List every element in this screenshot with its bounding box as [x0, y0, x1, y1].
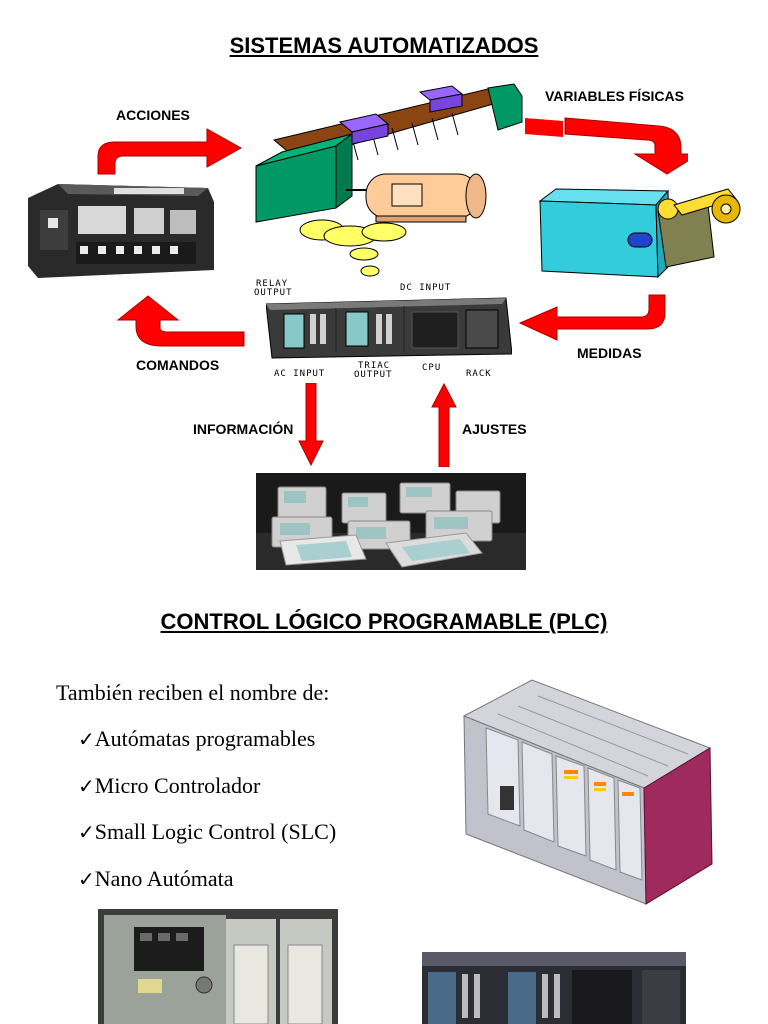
conveyor-motor-image: [255, 83, 523, 277]
list-item: ✓Autómatas programables: [78, 726, 315, 752]
list-item: ✓Small Logic Control (SLC): [78, 819, 336, 845]
intro-text: También reciben el nombre de:: [56, 680, 330, 705]
arrow-acciones: [97, 128, 243, 175]
section-title-sistemas: SISTEMAS AUTOMATIZADOS: [229, 33, 539, 58]
plc-label-rack: RACK: [466, 369, 492, 379]
list-item-label: Small Logic Control (SLC): [94, 819, 337, 844]
label-medidas: MEDIDAS: [577, 345, 642, 361]
list-item-label: Nano Autómata: [94, 866, 234, 891]
plc-rack-diagram: RELAY OUTPUT DC INPUT AC INPUT TRIAC OUT…: [244, 278, 520, 386]
modular-plc-image: [462, 679, 713, 905]
checkmark-icon: ✓: [78, 727, 95, 751]
label-variables-fisicas: VARIABLES FÍSICAS: [545, 88, 684, 104]
checkmark-icon: ✓: [78, 774, 95, 798]
plc-photo-left: [98, 909, 338, 1024]
label-ajustes: AJUSTES: [462, 421, 527, 437]
arrow-informacion: [298, 383, 324, 467]
section-title-plc: CONTROL LÓGICO PROGRAMABLE (PLC): [160, 609, 608, 634]
plc-photo-right: [422, 952, 686, 1024]
arrow-comandos: [116, 295, 245, 347]
label-informacion: INFORMACIÓN: [193, 421, 294, 437]
list-item-label: Autómatas programables: [94, 726, 316, 751]
list-item-label: Micro Controlador: [94, 773, 261, 798]
plc-rack-image: [266, 297, 512, 359]
label-acciones: ACCIONES: [116, 107, 190, 123]
plc-label-ac-input: AC INPUT: [274, 369, 326, 379]
list-item: ✓Nano Autómata: [78, 866, 233, 892]
plc-label-relay-output: OUTPUT: [254, 288, 293, 298]
plc-label-triac: TRIAC: [358, 361, 391, 371]
checkmark-icon: ✓: [78, 820, 95, 844]
plc-label-cpu: CPU: [422, 363, 442, 373]
plc-label-triac-output: OUTPUT: [354, 370, 393, 380]
arrow-ajustes: [431, 383, 457, 467]
checkmark-icon: ✓: [78, 867, 95, 891]
plc-label-dc-input: DC INPUT: [400, 283, 452, 293]
arrow-medidas: [518, 294, 666, 341]
list-item: ✓Micro Controlador: [78, 773, 260, 799]
label-comandos: COMANDOS: [136, 357, 220, 373]
plc-label-relay: RELAY: [256, 279, 289, 289]
operator-terminals-image: [256, 473, 526, 570]
contactor-image: [18, 180, 218, 284]
arrow-variables-fisicas: [525, 117, 688, 175]
sensor-limit-switch-image: [538, 188, 741, 279]
